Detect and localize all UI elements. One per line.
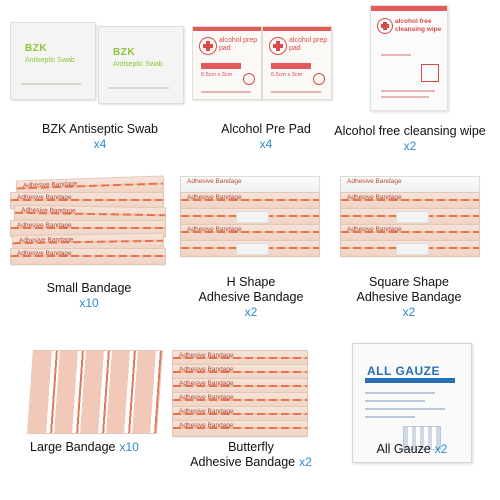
alcohol-size-text: 6.5cm x 3cm [271, 72, 303, 78]
swab-name-text: Antiseptic Swab [113, 61, 163, 68]
item-label-cleansing-wipe: Alcohol free cleansing wipe x2 [324, 124, 496, 154]
medical-cross-icon [269, 37, 287, 55]
quantity-badge: x2 [402, 305, 416, 319]
butterfly-bandage-image: Adhesive Bandage Adhesive Bandage Adhesi… [172, 350, 308, 437]
bzk-swab-image: BZK Antiseptic Swab BZK Antiseptic Swab [10, 22, 192, 104]
alcohol-pad-packet: alcohol prep pad 6.5cm x 3cm [192, 26, 262, 100]
item-label-square-shape-bandage: Square Shape Adhesive Bandage x2 [334, 275, 484, 320]
alcohol-pad-image: alcohol prep pad 6.5cm x 3cm alcohol pre… [192, 22, 334, 104]
quantity-badge: x10 [119, 440, 139, 454]
alcohol-size-text: 6.5cm x 3cm [201, 72, 233, 78]
quantity-badge: x4 [93, 137, 107, 151]
quantity-badge: x2 [403, 139, 417, 153]
quantity-badge: x2 [244, 305, 258, 319]
h-shape-bandage-image: Adhesive Bandage Adhesive Bandage Adhesi… [180, 176, 320, 268]
swab-brand-text: BZK [113, 47, 136, 58]
quantity-badge: x10 [79, 296, 99, 310]
medical-cross-icon [199, 37, 217, 55]
square-shape-bandage-image: Adhesive Bandage Adhesive Bandage Adhesi… [340, 176, 480, 268]
small-bandage-image: Adhesive Bandage Adhesive Bandage Adhesi… [10, 175, 168, 270]
swab-name-text: Antiseptic Swab [25, 57, 75, 64]
swab-brand-text: BZK [25, 43, 48, 54]
item-label-bzk-swab: BZK Antiseptic Swab x4 [10, 122, 190, 152]
alcohol-name-text: alcohol prep pad [219, 37, 258, 52]
quantity-badge: x4 [259, 137, 273, 151]
item-label-h-shape-bandage: H Shape Adhesive Bandage x2 [176, 275, 326, 320]
large-bandage-image [27, 350, 163, 434]
gauze-brand-text: ALL GAUZE [367, 364, 440, 378]
alcohol-name-text: alcohol prep pad [289, 37, 328, 52]
item-label-small-bandage: Small Bandage x10 [10, 281, 168, 311]
quantity-badge: x2 [434, 442, 448, 456]
wipe-name-text: alcohol free cleansing wipe [395, 18, 442, 33]
cleansing-wipe-image: alcohol free cleansing wipe [370, 5, 448, 111]
gauze-image: ALL GAUZE [352, 343, 472, 463]
bzk-swab-packet: BZK Antiseptic Swab [10, 22, 96, 100]
quantity-badge: x2 [299, 455, 312, 469]
alcohol-pad-packet: alcohol prep pad 6.5cm x 3cm [262, 26, 332, 100]
medical-cross-icon [377, 18, 393, 34]
item-label-alcohol-pad: Alcohol Pre Pad x4 [196, 122, 336, 152]
bzk-swab-packet: BZK Antiseptic Swab [98, 26, 184, 104]
